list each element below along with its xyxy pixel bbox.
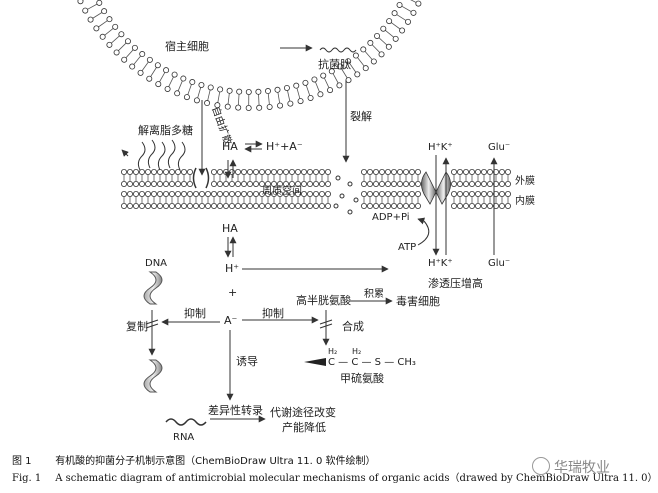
hk-top-label: H⁺K⁺ <box>428 142 453 153</box>
periplasm-label: 周质空间 <box>262 184 302 197</box>
methionine-h2-right: H₂ <box>352 347 361 356</box>
caption-cn-number: 图 1 <box>12 456 32 467</box>
induce-label: 诱导 <box>236 355 258 368</box>
caption-chinese: 图 1 有机酸的抑菌分子机制示意图（ChemBioDraw Ultra 11. … <box>12 452 376 467</box>
outer-membrane-label: 外膜 <box>515 175 535 187</box>
caption-cn-text: 有机酸的抑菌分子机制示意图（ChemBioDraw Ultra 11. 0 软件… <box>55 456 376 467</box>
atp-label: ATP <box>398 242 416 253</box>
membrane-damage-icon <box>333 175 359 215</box>
lps-strands-icon <box>121 139 186 171</box>
synthesis-block-icon <box>319 319 333 329</box>
rna-wave-icon <box>165 418 207 426</box>
caption-en-text: A schematic diagram of antimicrobial mol… <box>55 473 658 484</box>
synthesis-label: 合成 <box>342 319 364 333</box>
homocysteine-label: 高半胱氨酸 <box>296 293 351 307</box>
metabolic-change-label: 代谢途径改变 <box>270 405 336 419</box>
differential-transcription-label: 差异性转录 <box>208 403 263 417</box>
plus-sign: + <box>228 286 237 299</box>
host-cell-label: 宿主细胞 <box>165 39 209 53</box>
hk-bottom-label: H⁺K⁺ <box>428 258 453 269</box>
equilibrium-arrows-top <box>244 140 263 153</box>
equilibrium-arrows-vertical <box>224 159 237 179</box>
antimicrobial-peptide-label: 抗菌肽 <box>318 57 351 71</box>
adp-pi-label: ADP+Pi <box>372 212 410 223</box>
glu-top-label: Glu⁻ <box>488 142 510 153</box>
caption-english: Fig. 1 A schematic diagram of antimicrob… <box>12 469 658 484</box>
porin-channel <box>192 167 210 189</box>
lysis-label: 裂解 <box>350 109 372 123</box>
methionine-chain: C — C — S — CH₃ <box>328 357 416 368</box>
dna-label: DNA <box>145 258 167 269</box>
replication-block-icon <box>145 319 159 329</box>
watermark-text: 华瑞牧业 <box>554 460 610 476</box>
inhibit-left-label: 抑制 <box>184 306 206 320</box>
rna-label: RNA <box>173 432 194 443</box>
h-plus-a-minus-label: H⁺+A⁻ <box>266 140 303 153</box>
inner-membrane-label: 内膜 <box>515 194 535 207</box>
methionine-h2-left: H₂ <box>328 347 337 356</box>
atp-cycle-arrow <box>417 217 430 246</box>
replication-label: 复制 <box>126 319 148 333</box>
watermark: 华瑞牧业 <box>532 457 610 477</box>
inhibit-right-label: 抑制 <box>262 306 284 320</box>
caption-en-number: Fig. 1 <box>12 473 42 484</box>
host-cell-membrane <box>77 0 422 111</box>
osmotic-increase-label: 渗透压增高 <box>428 276 483 290</box>
bacterial-membranes <box>121 168 511 209</box>
h-k-atpase-channel <box>421 171 451 205</box>
methionine-label: 甲硫氨酸 <box>340 371 384 385</box>
accumulate-label: 积累 <box>364 288 384 300</box>
dna-helix-bottom-icon <box>143 359 163 393</box>
ha-inner-label: HA <box>222 222 238 235</box>
yield-decrease-label: 产能降低 <box>282 420 326 434</box>
dna-helix-icon <box>143 271 163 305</box>
toxic-cell-label: 毒害细胞 <box>396 294 440 308</box>
lps-release-label: 解离脂多糖 <box>138 123 193 137</box>
a-minus-label: A⁻ <box>224 314 238 327</box>
wechat-logo-icon <box>532 457 550 475</box>
methionine-wedge <box>304 358 326 366</box>
dissociation-arrows <box>224 236 237 258</box>
h-plus-label: H⁺ <box>225 262 239 275</box>
peptide-wave-icon <box>319 47 357 53</box>
ha-outer-label: HA <box>222 140 238 153</box>
glu-bottom-label: Glu⁻ <box>488 258 510 269</box>
